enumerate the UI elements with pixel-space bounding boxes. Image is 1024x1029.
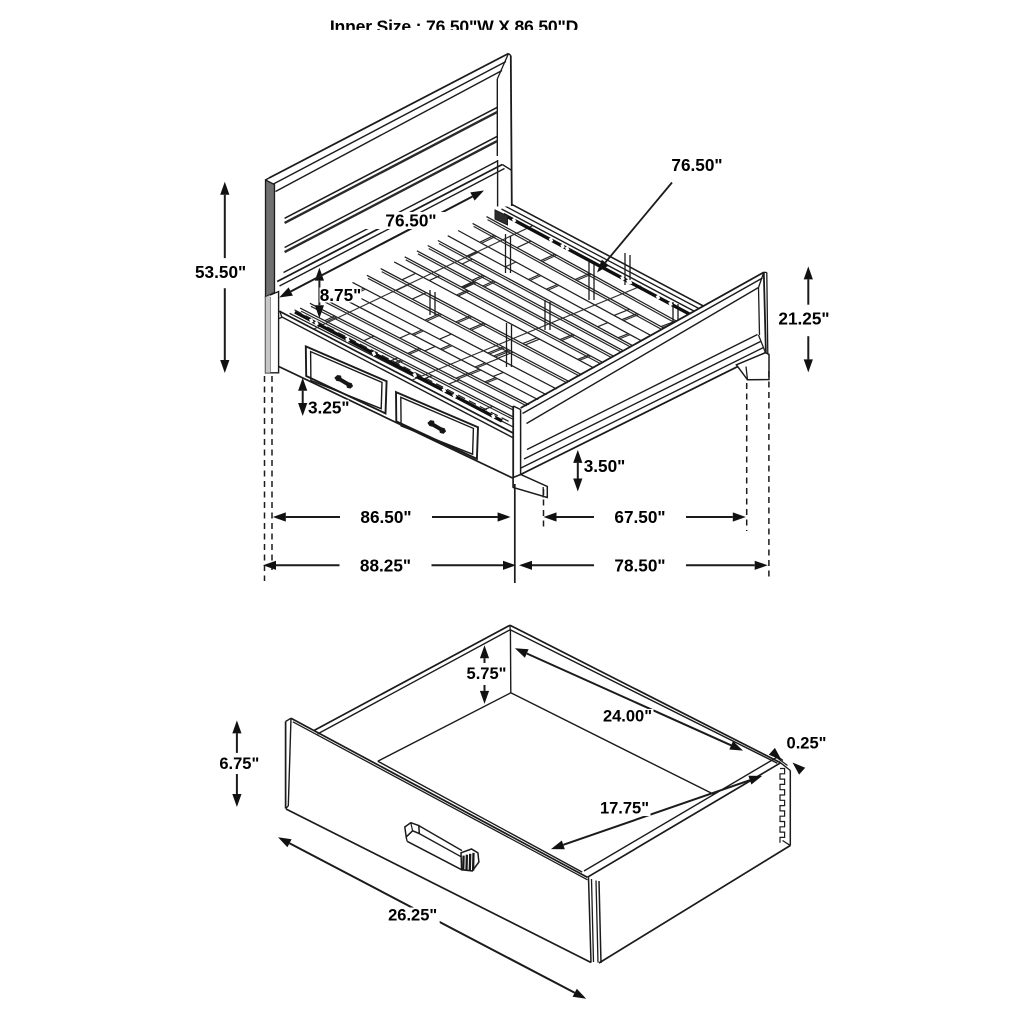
- svg-text:88.25": 88.25": [360, 555, 411, 575]
- svg-text:21.25": 21.25": [778, 309, 829, 329]
- svg-text:8.75": 8.75": [320, 285, 362, 305]
- svg-text:67.50": 67.50": [614, 507, 665, 527]
- svg-text:3.25": 3.25": [308, 397, 350, 417]
- svg-text:0.25": 0.25": [787, 735, 827, 753]
- svg-text:3.50": 3.50": [584, 456, 626, 476]
- svg-text:17.75": 17.75": [600, 800, 649, 818]
- svg-text:6.75": 6.75": [219, 755, 259, 773]
- svg-text:78.50": 78.50": [614, 555, 665, 575]
- svg-text:53.50": 53.50": [195, 262, 246, 282]
- svg-text:26.25": 26.25": [388, 907, 437, 925]
- svg-text:24.00": 24.00": [603, 708, 652, 726]
- svg-text:76.50": 76.50": [385, 211, 436, 231]
- svg-text:5.75": 5.75": [467, 665, 507, 683]
- svg-text:86.50": 86.50": [360, 507, 411, 527]
- svg-text:76.50": 76.50": [671, 155, 722, 175]
